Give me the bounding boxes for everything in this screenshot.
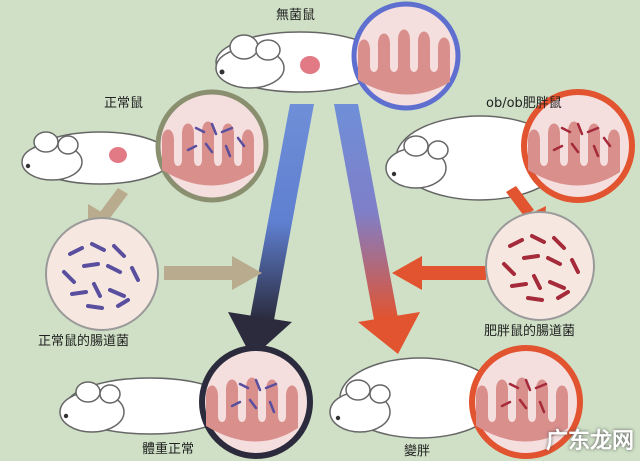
gut-circle-germfree <box>351 1 461 111</box>
gut-circle-normal-weight <box>199 345 313 459</box>
mouse-normal <box>21 131 173 185</box>
mouse-normal-weight <box>59 377 235 435</box>
label-become-fat: 變胖 <box>404 444 431 459</box>
bacteria-circle-normal <box>45 217 159 331</box>
label-normal-mouse: 正常鼠 <box>104 96 144 111</box>
arrow-germfree-to-fat <box>334 104 420 354</box>
watermark: 广东龙网 <box>545 429 634 454</box>
label-normal-weight: 體重正常 <box>142 442 195 457</box>
gut-circle-normal <box>155 89 269 203</box>
label-germ-free-mouse: 無菌鼠 <box>276 8 316 23</box>
label-obese-gut-bacteria: 肥胖鼠的腸道菌 <box>484 324 576 339</box>
bacteria-circle-obese <box>485 211 595 321</box>
arrow-obese-bacteria-to-mouse <box>392 256 486 290</box>
arrow-normal-bacteria-to-mouse <box>164 256 262 290</box>
mouse-fat <box>329 357 501 439</box>
gut-circle-fat <box>469 345 583 459</box>
arrow-germfree-to-normal <box>228 104 314 358</box>
label-normal-gut-bacteria: 正常鼠的腸道菌 <box>38 334 130 349</box>
label-obese-mouse: ob/ob肥胖鼠 <box>486 96 562 111</box>
mouse-germfree <box>215 28 397 93</box>
gut-circle-obese <box>521 89 635 203</box>
